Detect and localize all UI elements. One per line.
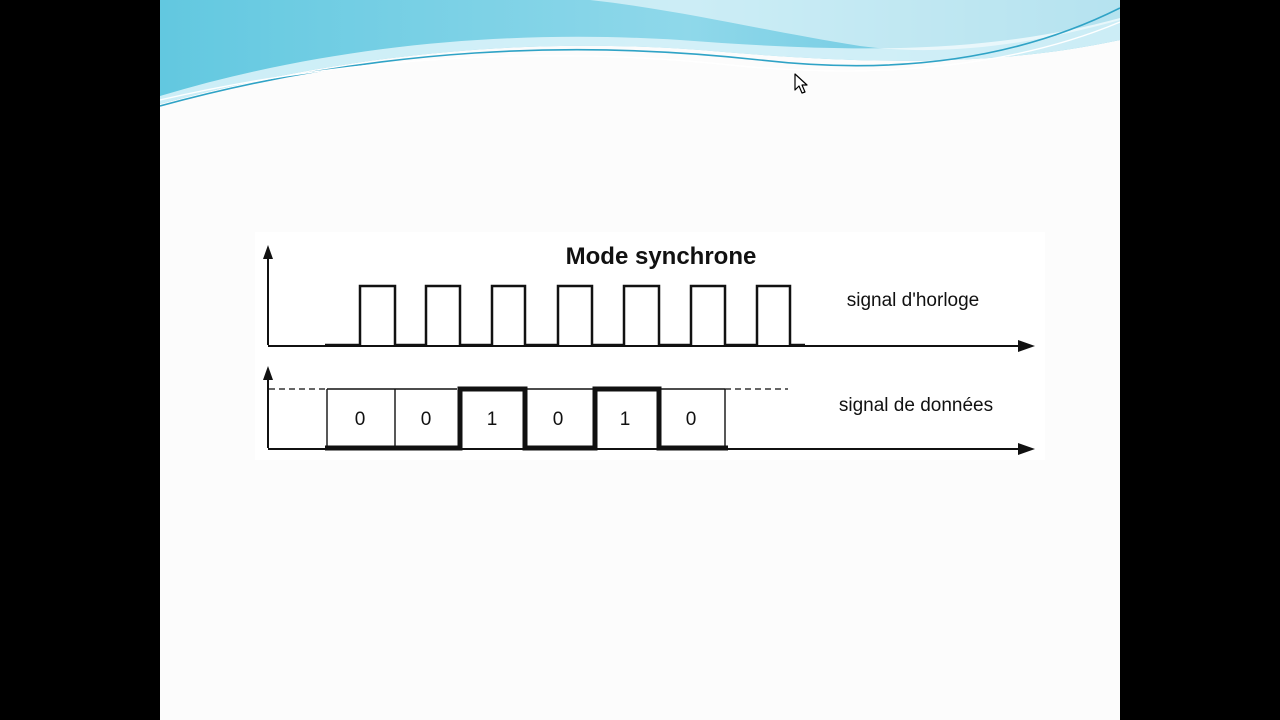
bit-value: 0 (421, 409, 432, 430)
synchronous-mode-diagram: Mode synchrone signal d'horloge (255, 232, 1045, 460)
data-signal-waveform (325, 386, 728, 451)
bit-value: 0 (355, 409, 366, 430)
bit-value: 1 (620, 409, 631, 430)
data-signal-label: signal de données (839, 395, 993, 416)
clock-signal-waveform (325, 284, 805, 347)
bit-cell-grid (326, 388, 726, 449)
clock-signal-label: signal d'horloge (847, 290, 980, 311)
header-wave-decoration (160, 0, 1120, 107)
bit-value: 0 (686, 409, 697, 430)
mouse-pointer-icon (794, 73, 808, 94)
bit-value: 0 (553, 409, 564, 430)
clock-axes (263, 245, 1035, 352)
bit-value: 1 (487, 409, 498, 430)
diagram-title: Mode synchrone (566, 243, 757, 270)
slide: Mode synchrone signal d'horloge (160, 0, 1120, 720)
